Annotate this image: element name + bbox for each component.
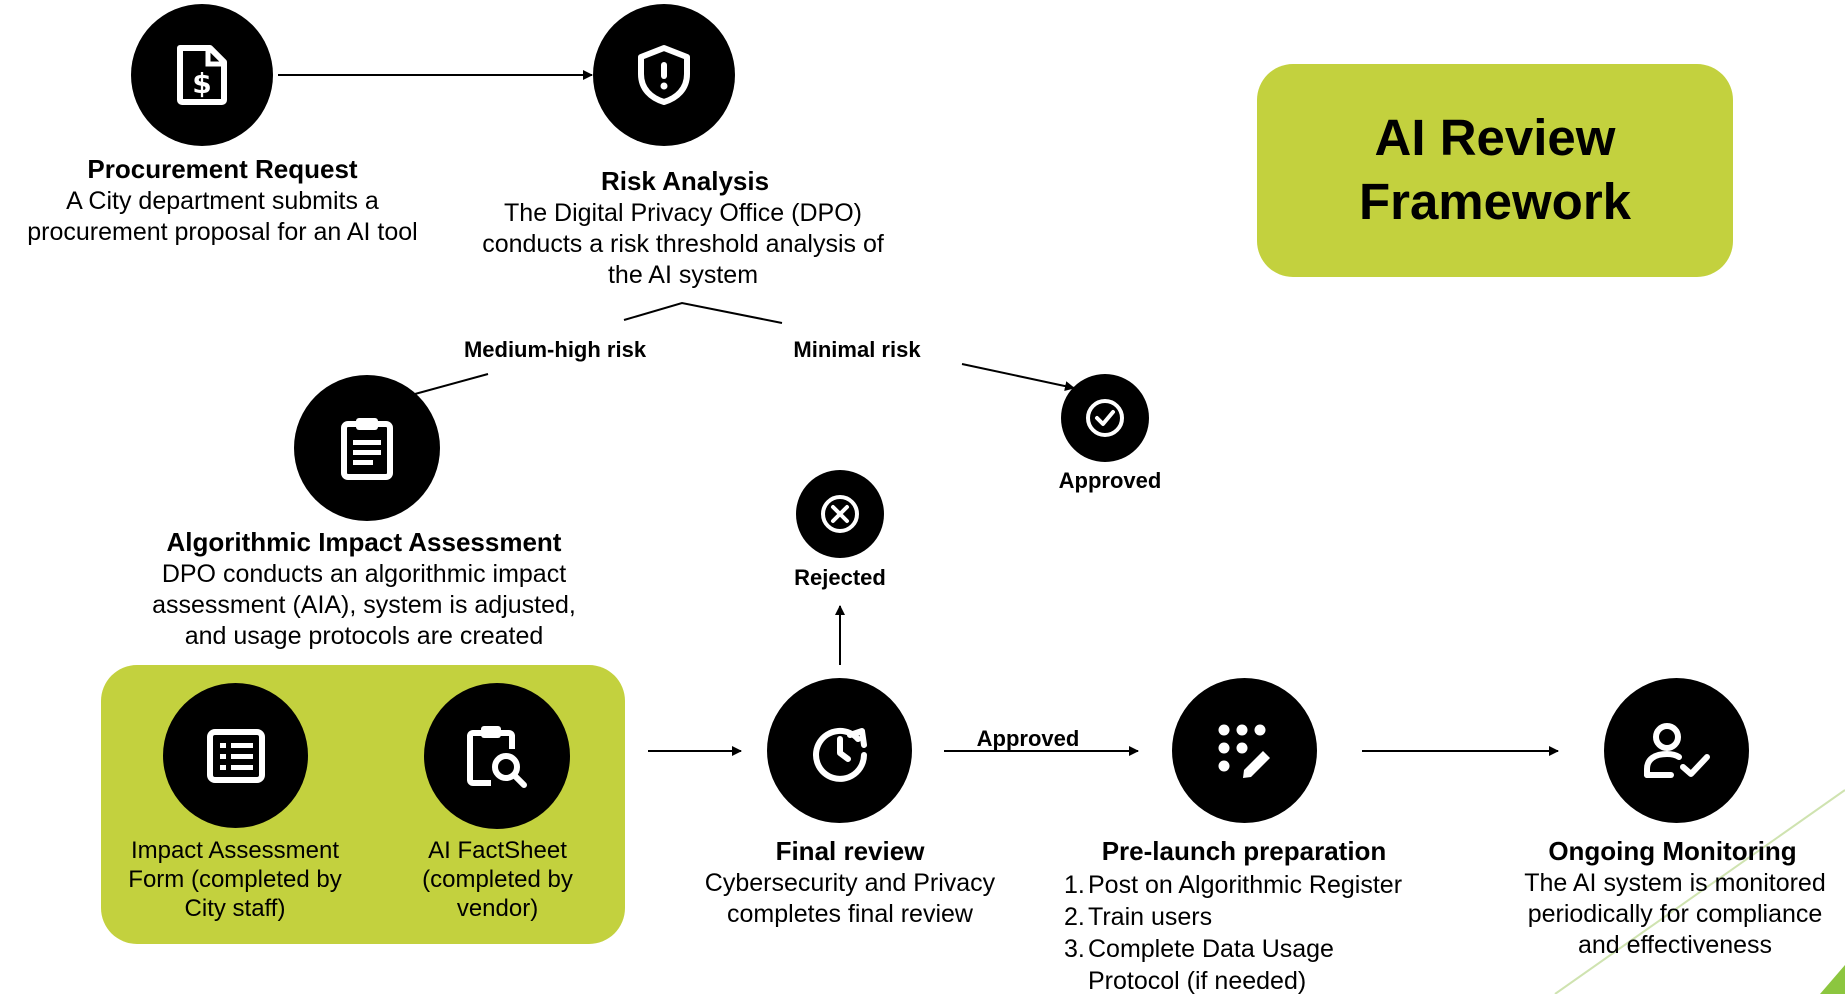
aia-desc: DPO conducts an algorithmic impact asses…: [152, 560, 576, 650]
check-circle-icon: [1086, 399, 1124, 437]
procurement-title: Procurement Request: [87, 154, 358, 184]
rejected-label: Rejected: [794, 565, 886, 590]
aia-title: Algorithmic Impact Assessment: [166, 527, 562, 557]
monitoring-title: Ongoing Monitoring: [1548, 836, 1797, 866]
approved-edge-label: Approved: [976, 726, 1080, 751]
final-review-title: Final review: [775, 836, 925, 866]
user-check-icon: [1643, 722, 1710, 778]
factsheet-label: AI FactSheet (completed by vendor): [422, 837, 573, 922]
procurement-desc: A City department submits a procurement …: [27, 187, 418, 246]
step-text: Complete Data Usage Protocol (if needed): [1088, 935, 1334, 995]
risk-desc: The Digital Privacy Office (DPO) conduct…: [482, 199, 884, 289]
risk-node: [593, 4, 735, 146]
approved-node: [1061, 374, 1149, 462]
impact-form-label: Impact Assessment Form (completed by Cit…: [128, 837, 342, 922]
branch-minimal-label: Minimal risk: [793, 337, 921, 362]
monitoring-desc: The AI system is monitored periodically …: [1524, 869, 1826, 959]
step-number: 1.: [1064, 871, 1085, 899]
clipboard-text-icon: [341, 418, 393, 480]
procurement-node: $: [131, 4, 273, 146]
risk-branch-split: [623, 301, 783, 324]
prelaunch-step: 2.Train users: [1064, 901, 1444, 933]
aia-node: [294, 375, 440, 521]
framework-title-box: AI Review Framework: [1257, 64, 1733, 277]
step-text: Train users: [1088, 903, 1213, 931]
step-text: Post on Algorithmic Register: [1088, 871, 1403, 899]
prelaunch-title: Pre-launch preparation: [1101, 836, 1387, 866]
step-number: 3.: [1064, 935, 1085, 963]
prelaunch-step: 3.Complete Data Usage Protocol (if neede…: [1064, 933, 1444, 997]
prelaunch-steps: 1.Post on Algorithmic Register 2.Train u…: [1064, 869, 1444, 997]
shield-alert-icon: [638, 45, 690, 105]
risk-title: Risk Analysis: [600, 166, 770, 196]
arrow-to-approved: [961, 363, 1075, 392]
factsheet-node: [424, 683, 570, 829]
framework-title-line2: Framework: [1358, 173, 1632, 230]
framework-title-line1: AI Review: [1374, 109, 1616, 166]
monitoring-node: [1604, 678, 1749, 823]
list-form-icon: [206, 728, 265, 783]
x-circle-icon: [821, 495, 859, 533]
clock-refresh-icon: [812, 727, 867, 782]
corner-accent-shape: [1820, 965, 1845, 994]
final-review-desc: Cybersecurity and Privacy completes fina…: [704, 869, 996, 928]
impact-form-node: [163, 683, 308, 828]
rejected-node: [796, 470, 884, 558]
final-review-node: [767, 678, 912, 823]
dots-pencil-icon: [1218, 724, 1270, 778]
svg-text:$: $: [192, 67, 211, 100]
invoice-dollar-icon: $: [177, 45, 227, 105]
arrow-to-aia: [403, 373, 489, 400]
branch-medium-high-label: Medium-high risk: [463, 337, 647, 362]
prelaunch-node: [1172, 678, 1317, 823]
clipboard-search-icon: [467, 726, 527, 788]
corner-accent-line: [1554, 789, 1845, 994]
step-number: 2.: [1064, 903, 1085, 931]
approved-label: Approved: [1058, 468, 1162, 493]
prelaunch-step: 1.Post on Algorithmic Register: [1064, 869, 1444, 901]
framework-title: AI Review Framework: [1257, 106, 1733, 234]
